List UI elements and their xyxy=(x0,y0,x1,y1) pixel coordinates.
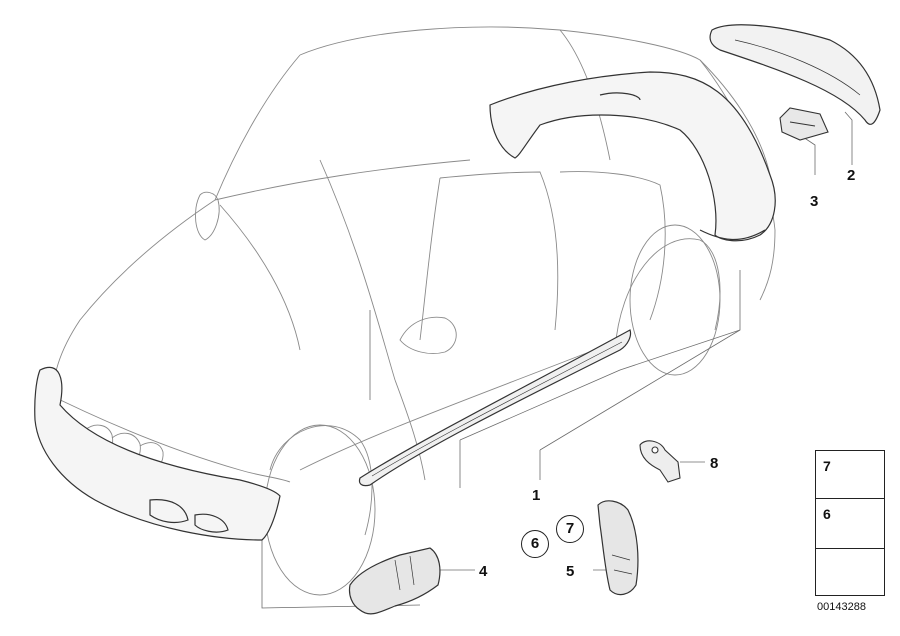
callout-3: 3 xyxy=(810,193,819,210)
clip-part-8 xyxy=(639,440,681,483)
hardware-legend: 7 6 xyxy=(815,450,885,596)
legend-row-arrow xyxy=(816,549,884,595)
car-outline xyxy=(37,26,776,596)
rear-bumper-part xyxy=(489,71,776,242)
callout-7-circled: 7 xyxy=(556,515,584,543)
reference-code: 00143288 xyxy=(817,601,866,613)
reflector-bracket-part xyxy=(779,107,829,141)
legend-row-bolt: 6 xyxy=(816,499,884,549)
callout-2: 2 xyxy=(847,167,856,184)
legend-number: 7 xyxy=(823,458,831,474)
callout-5: 5 xyxy=(566,563,575,580)
air-duct-part-4 xyxy=(348,547,441,615)
legend-number: 6 xyxy=(823,506,831,522)
brake-duct-part-5 xyxy=(597,500,639,596)
callout-1: 1 xyxy=(532,487,541,504)
callout-8: 8 xyxy=(710,455,719,472)
callout-6-circled: 6 xyxy=(521,530,549,558)
side-skirt-part xyxy=(358,329,632,487)
front-bumper-part xyxy=(34,366,281,541)
rear-diffuser-part xyxy=(709,24,881,125)
callout-4: 4 xyxy=(479,563,488,580)
legend-row-washer: 7 xyxy=(816,451,884,499)
